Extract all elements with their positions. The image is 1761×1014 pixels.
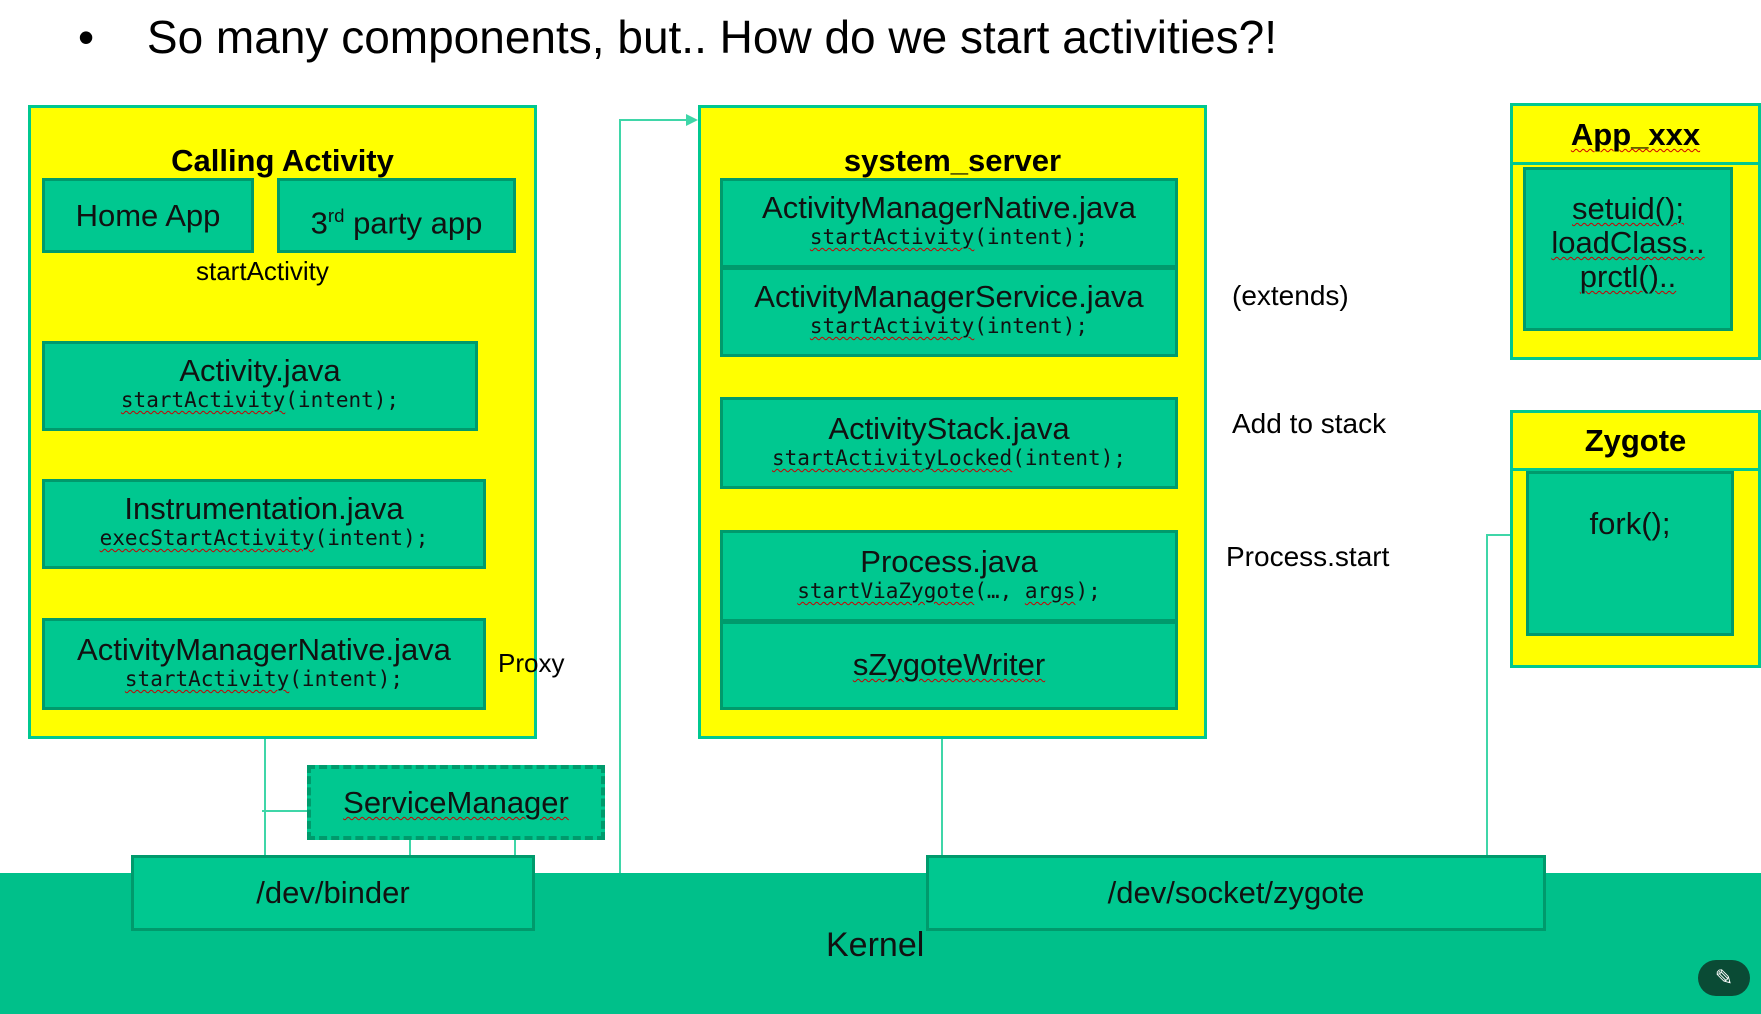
server-amn-args: (intent); (974, 225, 1089, 249)
dev-socket-zygote-label: /dev/socket/zygote (1107, 875, 1365, 910)
slide-title: • So many components, but.. How do we st… (78, 10, 1277, 64)
magic-wand-icon[interactable]: ✎ (1698, 960, 1750, 996)
instrumentation-name: Instrumentation.java (124, 491, 404, 526)
start-activity-label: startActivity (196, 256, 329, 286)
activity-stack-name: ActivityStack.java (828, 411, 1070, 446)
ams-args: (intent); (974, 314, 1089, 338)
instrumentation-box: Instrumentation.java execStartActivity(i… (42, 479, 486, 569)
third-party-label: party app (344, 205, 483, 241)
activity-java-name: Activity.java (179, 353, 341, 388)
zygote-divider (1510, 468, 1761, 471)
activity-stack-method: startActivityLocked (771, 446, 1013, 470)
load-class-line: loadClass.. (1551, 225, 1705, 260)
instrumentation-method: execStartActivity (99, 526, 315, 550)
calling-amn-box: ActivityManagerNative.java startActivity… (42, 618, 486, 710)
process-java-args-open: (…, (974, 579, 1025, 603)
dev-binder-label: /dev/binder (256, 875, 410, 910)
dev-binder-box: /dev/binder (131, 855, 535, 931)
app-xxx-title-text: App_xxx (1570, 117, 1701, 152)
fork-label: fork(); (1589, 506, 1671, 541)
service-manager-label: ServiceManager (343, 785, 569, 820)
process-java-box: Process.java startViaZygote(…, args); (720, 530, 1178, 622)
instrumentation-args: (intent); (314, 526, 429, 550)
dev-socket-zygote-box: /dev/socket/zygote (926, 855, 1546, 931)
server-amn-name: ActivityManagerNative.java (762, 190, 1136, 225)
third-party-app-box: 3rd party app (277, 178, 516, 253)
zygote-writer-label: sZygoteWriter (852, 647, 1046, 682)
calling-amn-args: (intent); (289, 667, 404, 691)
ams-method: startActivity (809, 314, 975, 338)
activity-stack-args: (intent); (1012, 446, 1126, 470)
calling-amn-method: startActivity (124, 667, 290, 691)
service-manager-box: ServiceManager (307, 765, 605, 840)
process-java-name: Process.java (860, 544, 1038, 579)
binder-to-system-server-line (619, 119, 695, 873)
arrowhead-5 (686, 114, 698, 126)
process-java-args-close: ); (1075, 579, 1101, 603)
slide-title-text: So many components, but.. How do we star… (146, 11, 1277, 63)
third-party-number: 3 (310, 205, 328, 241)
calling-activity-title: Calling Activity (171, 143, 394, 178)
setuid-line: setuid(); (1572, 191, 1684, 226)
extends-note: (extends) (1232, 280, 1349, 311)
proxy-label: Proxy (498, 648, 565, 678)
activity-stack-box: ActivityStack.java startActivityLocked(i… (720, 397, 1178, 489)
process-java-method: startViaZygote (797, 579, 975, 603)
activity-java-args: (intent); (285, 388, 400, 412)
prctl-line: prctl().. (1579, 259, 1677, 294)
fork-box: fork(); (1526, 471, 1734, 636)
bullet-icon: • (78, 11, 95, 63)
kernel-label: Kernel (826, 926, 925, 964)
activity-java-method: startActivity (120, 388, 286, 412)
server-amn-box: ActivityManagerNative.java startActivity… (720, 178, 1178, 268)
home-app-box: Home App (42, 178, 254, 253)
process-java-args-word: args (1024, 579, 1076, 603)
process-start-note: Process.start (1226, 541, 1390, 572)
app-xxx-divider (1510, 162, 1761, 165)
ams-box: ActivityManagerService.java startActivit… (720, 267, 1178, 357)
ams-name: ActivityManagerService.java (754, 279, 1144, 314)
calling-amn-name: ActivityManagerNative.java (77, 632, 451, 667)
app-xxx-body: setuid(); loadClass.. prctl().. (1523, 167, 1733, 331)
server-amn-method: startActivity (809, 225, 975, 249)
home-app-label: Home App (75, 198, 221, 233)
zygote-title: Zygote (1584, 423, 1687, 458)
zygote-writer-box: sZygoteWriter (720, 621, 1178, 710)
add-to-stack-note: Add to stack (1232, 408, 1387, 439)
third-party-ordinal: rd (327, 205, 345, 226)
app-xxx-title: App_xxx (1510, 117, 1761, 153)
system-server-title: system_server (843, 143, 1062, 178)
activity-java-box: Activity.java startActivity(intent); (42, 341, 478, 431)
